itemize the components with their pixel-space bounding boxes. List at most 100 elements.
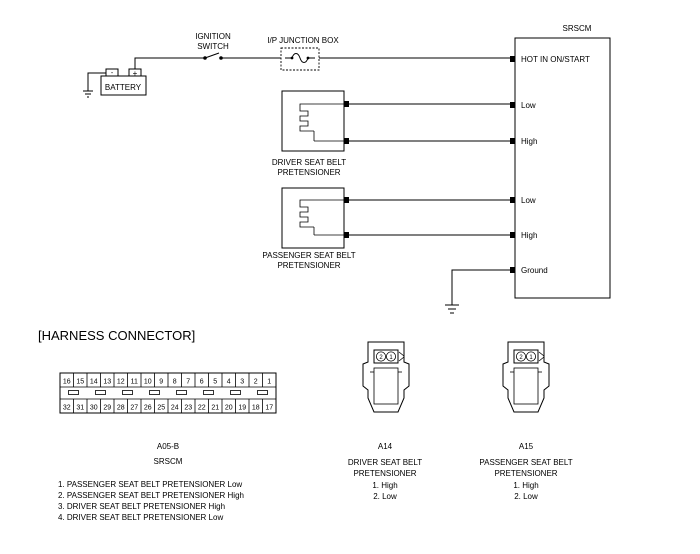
a05b-pin-number: 15 xyxy=(76,379,84,386)
a05b-pin-number: 19 xyxy=(238,405,246,412)
srscm-module: SRSCM HOT IN ON/START Low High Low High … xyxy=(510,24,611,299)
srscm-pin-terminal xyxy=(510,56,515,62)
passenger-pretensioner-box xyxy=(281,187,345,249)
a05b-pin-number: 4 xyxy=(227,379,231,386)
pin-terminal xyxy=(344,197,349,203)
a15-cavity-label: 2 xyxy=(519,355,523,361)
a05b-pin-number: 18 xyxy=(252,405,260,412)
battery-feed-wire xyxy=(134,57,205,69)
a05b-pin-number: 24 xyxy=(171,405,179,412)
a14-cavity-label: 2 xyxy=(379,355,383,361)
srscm-box xyxy=(514,37,611,299)
pin-terminal xyxy=(344,138,349,144)
a14-cavity-block xyxy=(373,349,399,364)
a05b-pin-number: 14 xyxy=(90,379,98,386)
a15-code: A15 xyxy=(519,442,534,451)
srscm-pin-ground: Ground xyxy=(521,266,548,275)
harness-connector-heading: [HARNESS CONNECTOR] xyxy=(38,328,195,343)
srscm-pin-passenger-high: High xyxy=(521,231,537,240)
a05b-pin-number: 27 xyxy=(130,405,138,412)
a05b-pin-number: 2 xyxy=(254,379,258,386)
a14-label-2: PRETENSIONER xyxy=(353,469,416,478)
a05b-pin-number: 32 xyxy=(63,405,71,412)
a05b-key-slot xyxy=(95,390,106,395)
a05b-pin-number: 13 xyxy=(103,379,111,386)
srscm-pin-driver-high: High xyxy=(521,137,537,146)
srscm-pin-passenger-low: Low xyxy=(521,196,536,205)
battery-label: BATTERY xyxy=(105,83,142,92)
a15-cavity xyxy=(515,351,526,362)
pin-terminal xyxy=(344,101,349,107)
passenger-pretensioner: PASSENGER SEAT BELT PRETENSIONER xyxy=(262,187,510,270)
a05b-pin-number: 26 xyxy=(144,405,152,412)
a05b-key-slot xyxy=(122,390,133,395)
a05b-key-slot xyxy=(68,390,79,395)
passenger-pretensioner-label-1: PASSENGER SEAT BELT xyxy=(262,251,355,260)
a05b-pin-number: 21 xyxy=(211,405,219,412)
a15-cavity-block xyxy=(513,349,539,364)
battery-plus-sign: + xyxy=(133,69,138,78)
power-circuit: BATTERY - + IGNITION SWITCH I/P JUNCTION… xyxy=(83,32,510,98)
driver-pretensioner-label-1: DRIVER SEAT BELT xyxy=(272,158,346,167)
a05b-pin-number: 31 xyxy=(76,405,84,412)
a15-cavity xyxy=(525,351,536,362)
a05b-pin-1: 1. PASSENGER SEAT BELT PRETENSIONER Low xyxy=(58,480,242,489)
a05b-pin-number: 3 xyxy=(240,379,244,386)
a15-label-1: PASSENGER SEAT BELT xyxy=(479,458,572,467)
junction-box-outline xyxy=(280,47,320,71)
ignition-label-2: SWITCH xyxy=(197,42,229,51)
a05b-pin-number: 10 xyxy=(144,379,152,386)
a05b-key-slot xyxy=(176,390,187,395)
a05b-pin-number: 25 xyxy=(157,405,165,412)
a05b-code: A05-B xyxy=(157,442,179,451)
a05b-pin-number: 11 xyxy=(131,379,138,386)
srscm-pin-terminal xyxy=(510,138,515,144)
a05b-pin-number: 16 xyxy=(63,379,71,386)
a05b-pin-number: 29 xyxy=(103,405,111,412)
a15-pin-1: 1. High xyxy=(513,481,538,490)
a14-pin-2: 2. Low xyxy=(373,492,397,501)
a14-cavity xyxy=(385,351,396,362)
a05b-pin-number: 1 xyxy=(267,379,271,386)
a14-latch xyxy=(373,367,399,405)
ignition-label-1: IGNITION xyxy=(195,32,231,41)
srscm-ground xyxy=(445,269,510,314)
a05b-name: SRSCM xyxy=(154,457,183,466)
a05b-pin-number: 9 xyxy=(159,379,163,386)
a05b-connector: 1632153114301329122811271026925824723622… xyxy=(58,372,277,522)
a05b-pin-number: 8 xyxy=(173,379,177,386)
srscm-pin-hot-in: HOT IN ON/START xyxy=(521,55,590,64)
a05b-key-slot xyxy=(203,390,214,395)
battery-ground-wire xyxy=(87,72,106,91)
a14-cavity-label: 1 xyxy=(389,355,393,361)
a14-cavity xyxy=(375,351,386,362)
ground-wire xyxy=(451,269,510,305)
passenger-pretensioner-label-2: PRETENSIONER xyxy=(277,261,340,270)
srscm-pin-terminal xyxy=(510,102,515,108)
a05b-pin-number: 20 xyxy=(225,405,233,412)
srscm-pin-driver-low: Low xyxy=(521,101,536,110)
a05b-pin-2: 2. PASSENGER SEAT BELT PRETENSIONER High xyxy=(58,491,244,500)
a15-pin-2: 2. Low xyxy=(514,492,538,501)
ignition-switch-blade xyxy=(204,52,220,59)
a14-connector: 2 1 xyxy=(362,341,410,413)
junction-box-label: I/P JUNCTION BOX xyxy=(267,36,339,45)
a05b-key-slot xyxy=(149,390,160,395)
a15-connector: 2 1 xyxy=(502,341,550,413)
battery-box xyxy=(100,75,147,96)
squib-icon xyxy=(299,103,314,132)
a05b-pin-number: 6 xyxy=(200,379,204,386)
a05b-key-slot xyxy=(257,390,268,395)
srscm-pin-terminal xyxy=(510,267,515,273)
srscm-pin-terminal xyxy=(510,232,515,238)
a05b-pin-4: 4. DRIVER SEAT BELT PRETENSIONER Low xyxy=(58,513,223,522)
pin-terminal xyxy=(344,232,349,238)
a05b-key-slot xyxy=(230,390,241,395)
srscm-title: SRSCM xyxy=(563,24,592,33)
a05b-pin-number: 23 xyxy=(184,405,192,412)
a05b-pin-grid: 1632153114301329122811271026925824723622… xyxy=(63,373,273,413)
a15-cavity-label: 1 xyxy=(529,355,533,361)
a14-label-1: DRIVER SEAT BELT xyxy=(348,458,422,467)
a05b-pin-number: 12 xyxy=(117,379,125,386)
